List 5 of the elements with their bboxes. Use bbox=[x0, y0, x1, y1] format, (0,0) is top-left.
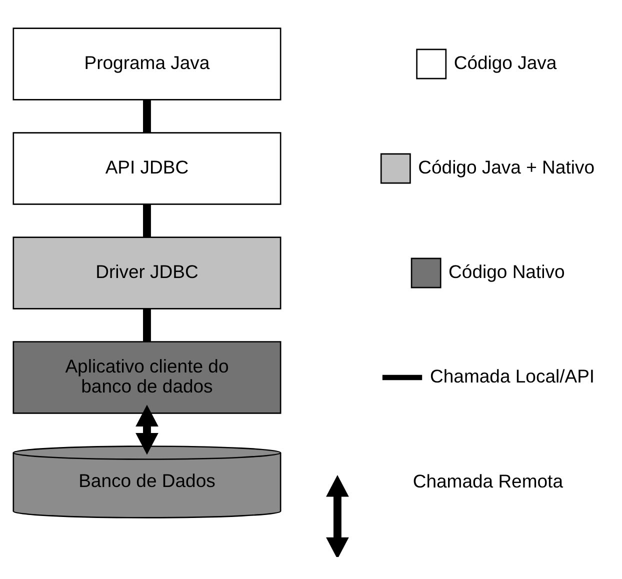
legend-label: Código Java + Nativo bbox=[418, 156, 595, 177]
legend-label: Código Java bbox=[454, 51, 557, 72]
legend-label: Chamada Remota bbox=[412, 470, 563, 492]
legend-label: Chamada Local/API bbox=[430, 364, 595, 386]
legend-label: Código Nativo bbox=[448, 260, 565, 282]
